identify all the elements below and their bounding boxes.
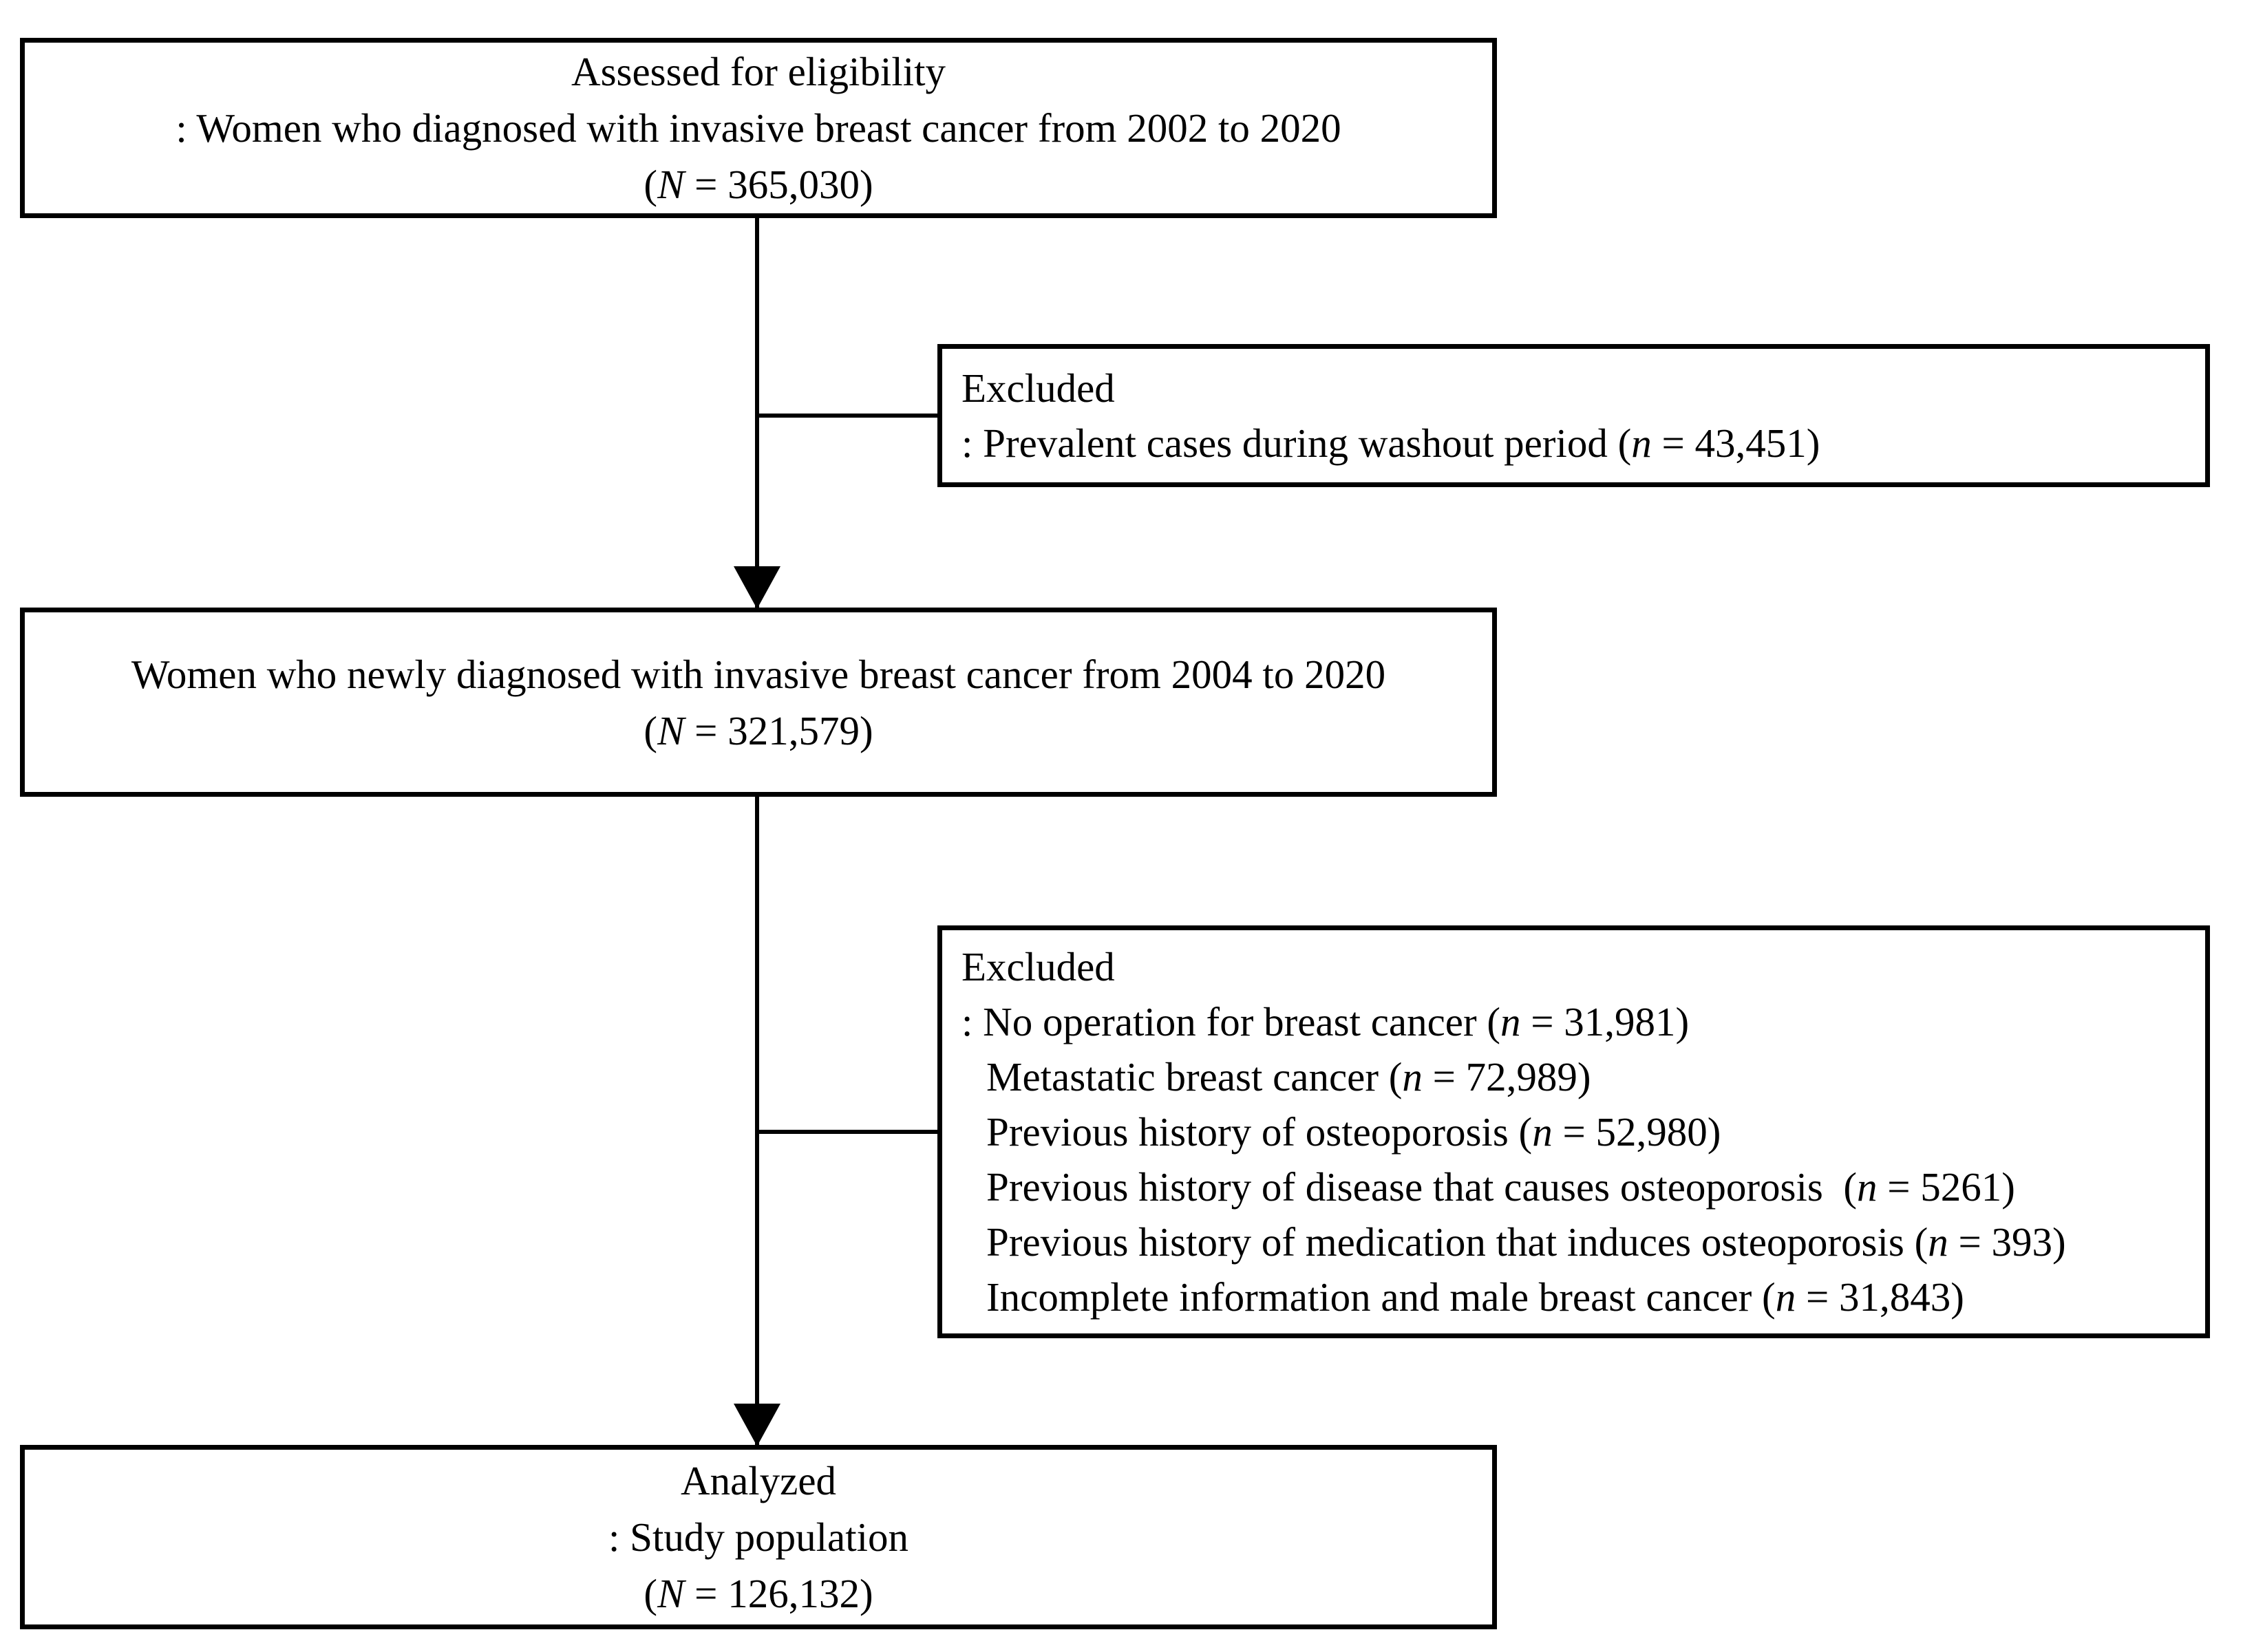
newly-diagnosed-count: (N = 321,579) xyxy=(644,707,873,753)
newly-diagnosed-description: Women who newly diagnosed with invasive … xyxy=(131,651,1386,697)
eligibility-title: Assessed for eligibility xyxy=(571,49,946,94)
flow-line-vertical-2 xyxy=(755,795,759,1446)
excluded-criteria-reason-1: : No operation for breast cancer (n = 31… xyxy=(961,999,1690,1044)
analyzed-box: Analyzed : Study population (N = 126,132… xyxy=(20,1445,1497,1629)
excluded-criteria-reason-5: Previous history of medication that indu… xyxy=(986,1219,2066,1265)
flow-line-branch-1 xyxy=(755,414,937,418)
flow-line-vertical-1 xyxy=(755,216,759,608)
eligibility-description: : Women who diagnosed with invasive brea… xyxy=(176,105,1341,151)
flow-line-branch-2 xyxy=(755,1130,937,1134)
excluded-washout-box: Excluded : Prevalent cases during washou… xyxy=(937,344,2210,487)
eligibility-box: Assessed for eligibility : Women who dia… xyxy=(20,38,1497,218)
excluded-washout-reason: : Prevalent cases during washout period … xyxy=(961,420,1820,466)
analyzed-title: Analyzed xyxy=(680,1458,837,1503)
excluded-criteria-reason-2: Metastatic breast cancer (n = 72,989) xyxy=(986,1054,1591,1099)
analyzed-description: : Study population xyxy=(608,1514,908,1560)
down-arrowhead-icon xyxy=(734,566,780,609)
excluded-washout-title: Excluded xyxy=(961,365,1115,411)
excluded-criteria-reason-4: Previous history of disease that causes … xyxy=(986,1164,2015,1210)
excluded-criteria-reason-3: Previous history of osteoporosis (n = 52… xyxy=(986,1109,1721,1155)
down-arrowhead-icon xyxy=(734,1404,780,1446)
eligibility-count: (N = 365,030) xyxy=(644,162,873,207)
excluded-criteria-title: Excluded xyxy=(961,944,1115,989)
excluded-criteria-reason-6: Incomplete information and male breast c… xyxy=(986,1274,1964,1320)
analyzed-count: (N = 126,132) xyxy=(644,1571,873,1616)
excluded-criteria-box: Excluded : No operation for breast cance… xyxy=(937,925,2210,1338)
newly-diagnosed-box: Women who newly diagnosed with invasive … xyxy=(20,608,1497,797)
